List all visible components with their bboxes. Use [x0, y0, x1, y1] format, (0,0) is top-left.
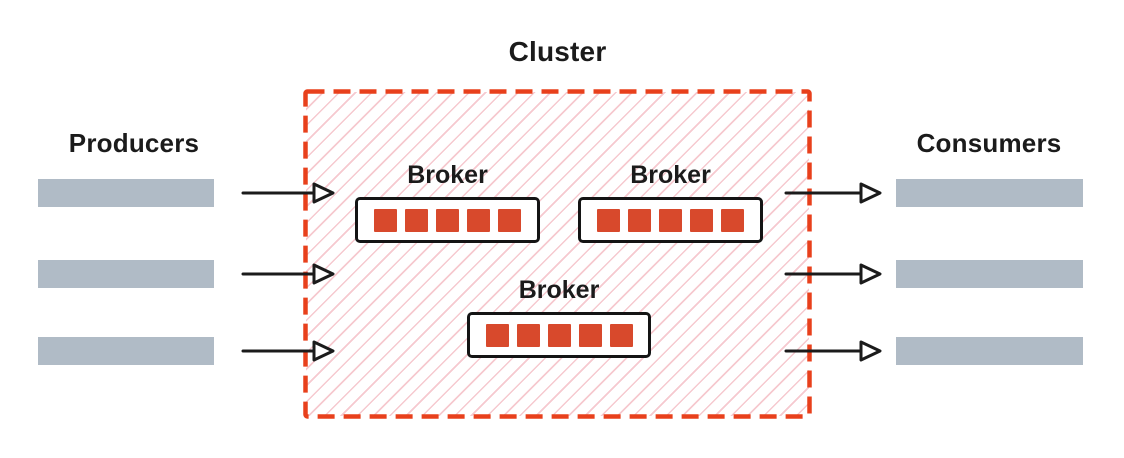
arrow-head-icon: [859, 340, 882, 362]
partition-square-icon: [628, 208, 651, 232]
partition-square-icon: [485, 323, 509, 347]
partition-square-icon: [659, 208, 682, 232]
partition-square-icon: [516, 323, 540, 347]
consumer-bar: [896, 337, 1083, 365]
broker-box: [467, 312, 651, 358]
cluster-region: [306, 92, 809, 416]
producer-bar: [38, 260, 214, 288]
broker-box: [355, 197, 540, 243]
broker-box: [578, 197, 763, 243]
consumer-bar: [896, 260, 1083, 288]
broker-label: Broker: [630, 161, 711, 189]
partition-square-icon: [547, 323, 571, 347]
broker-label: Broker: [407, 161, 488, 189]
consumer-bars: [896, 179, 1083, 365]
cluster-title: Cluster: [508, 36, 607, 67]
partition-square-icon: [690, 208, 713, 232]
producer-bar: [38, 179, 214, 207]
partition-square-icon: [578, 323, 602, 347]
partition-square-icon: [467, 208, 490, 232]
producer-bars: [38, 179, 214, 365]
broker-label: Broker: [518, 276, 600, 304]
producers-label: Producers: [68, 128, 200, 158]
partition-square-icon: [405, 208, 428, 232]
consumer-bar: [896, 179, 1083, 207]
consumers-label: Consumers: [916, 128, 1062, 158]
partition-square-icon: [597, 208, 620, 232]
partition-square-icon: [436, 208, 459, 232]
partition-square-icon: [609, 323, 633, 347]
partition-square-icon: [721, 208, 744, 232]
arrow-head-icon: [859, 263, 882, 285]
partition-square-icon: [498, 208, 521, 232]
partition-square-icon: [374, 208, 397, 232]
arrow-head-icon: [859, 182, 882, 204]
producer-bar: [38, 337, 214, 365]
